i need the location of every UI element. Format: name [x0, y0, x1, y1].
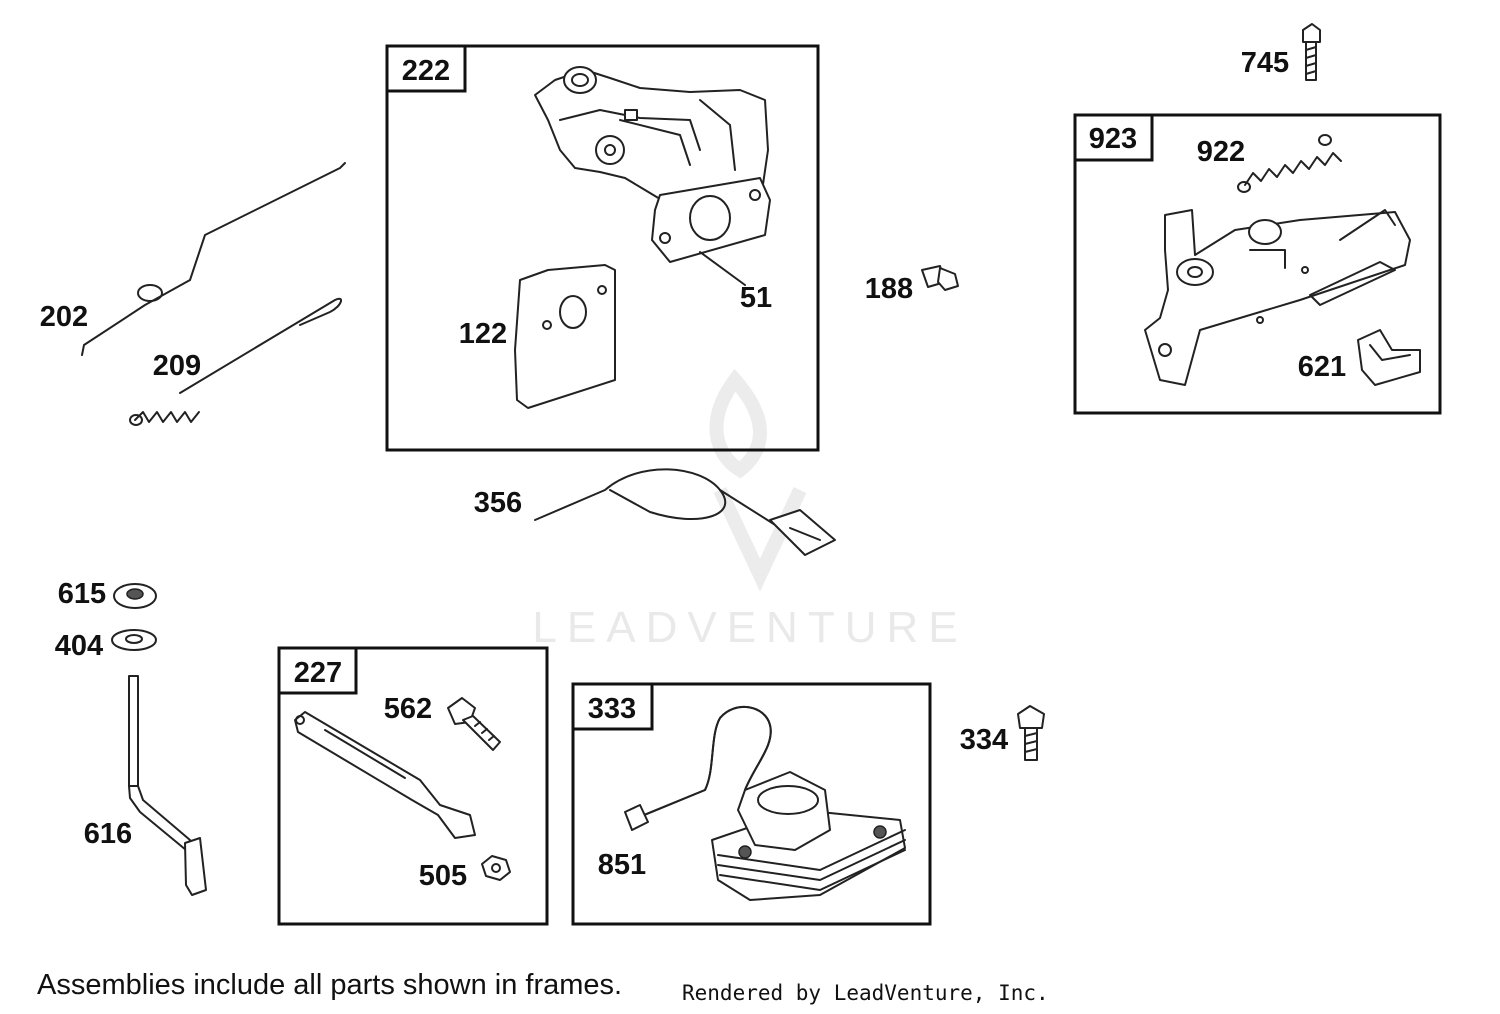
part-615-locknut-drawing	[113, 583, 157, 609]
callout-922[interactable]: 922	[1197, 136, 1245, 168]
part-333-armature-drawing	[624, 705, 906, 901]
frame-227-assembly[interactable]: 227 562 505	[277, 646, 549, 926]
callout-505[interactable]: 505	[419, 860, 467, 892]
callout-122[interactable]: 122	[459, 318, 507, 350]
callout-202[interactable]: 202	[40, 301, 88, 333]
part-562-screw-drawing	[447, 697, 501, 751]
callout-51[interactable]: 51	[740, 282, 772, 314]
watermark-flame-logo	[709, 368, 807, 592]
frame-923-assembly[interactable]: 923 922 621	[1073, 113, 1442, 415]
part-227-governor-lever-drawing	[294, 711, 476, 839]
part-202-governor-link-drawing	[81, 162, 346, 356]
frame-333-label: 333	[588, 693, 636, 725]
frame-227-tag	[277, 646, 358, 695]
callout-404[interactable]: 404	[55, 630, 103, 662]
callout-356[interactable]: 356	[474, 487, 522, 519]
part-122-gasket-plate-drawing	[514, 264, 616, 409]
part-188-screw-drawing	[921, 265, 959, 291]
part-616-governor-shaft-drawing	[128, 675, 207, 896]
footer-credit: Rendered by LeadVenture, Inc.	[682, 981, 1049, 1005]
part-923-control-bracket-drawing	[1144, 209, 1411, 386]
part-505-nut-drawing	[481, 855, 511, 881]
frame-923-tag	[1073, 113, 1154, 162]
part-922-spring-drawing	[1237, 134, 1342, 193]
frame-333-border	[571, 682, 932, 926]
part-356-ground-wire-drawing	[534, 468, 836, 556]
callout-188[interactable]: 188	[865, 273, 913, 305]
part-51-gasket-drawing	[651, 177, 771, 286]
part-404-washer-drawing	[111, 629, 157, 651]
frame-227-label: 227	[294, 657, 342, 689]
frame-222-border	[385, 44, 820, 452]
callout-616[interactable]: 616	[84, 818, 132, 850]
frame-333-tag	[571, 682, 654, 731]
watermark-text: LEADVENTURE	[532, 603, 967, 652]
part-334-bolt-drawing	[1017, 705, 1045, 761]
frame-923-label: 923	[1089, 123, 1137, 155]
frame-333-assembly[interactable]: 333 851	[571, 682, 932, 926]
callout-334[interactable]: 334	[960, 724, 1008, 756]
frame-222-assembly[interactable]: 222 51 122	[385, 44, 820, 452]
frame-227-border	[277, 646, 549, 926]
callout-851[interactable]: 851	[598, 849, 646, 881]
callout-562[interactable]: 562	[384, 693, 432, 725]
callout-209[interactable]: 209	[153, 350, 201, 382]
part-621-clip-drawing	[1357, 329, 1421, 386]
callout-621[interactable]: 621	[1298, 351, 1346, 383]
callout-745[interactable]: 745	[1241, 47, 1289, 79]
watermark: LEADVENTURE	[532, 368, 967, 652]
part-209-governor-spring-drawing	[129, 297, 342, 426]
frame-923-border	[1073, 113, 1442, 415]
callout-615[interactable]: 615	[58, 578, 106, 610]
frame-222-label: 222	[402, 55, 450, 87]
footer-note: Assemblies include all parts shown in fr…	[37, 969, 622, 1001]
part-745-bolt-drawing	[1302, 23, 1321, 81]
frame-222-tag	[385, 44, 467, 93]
